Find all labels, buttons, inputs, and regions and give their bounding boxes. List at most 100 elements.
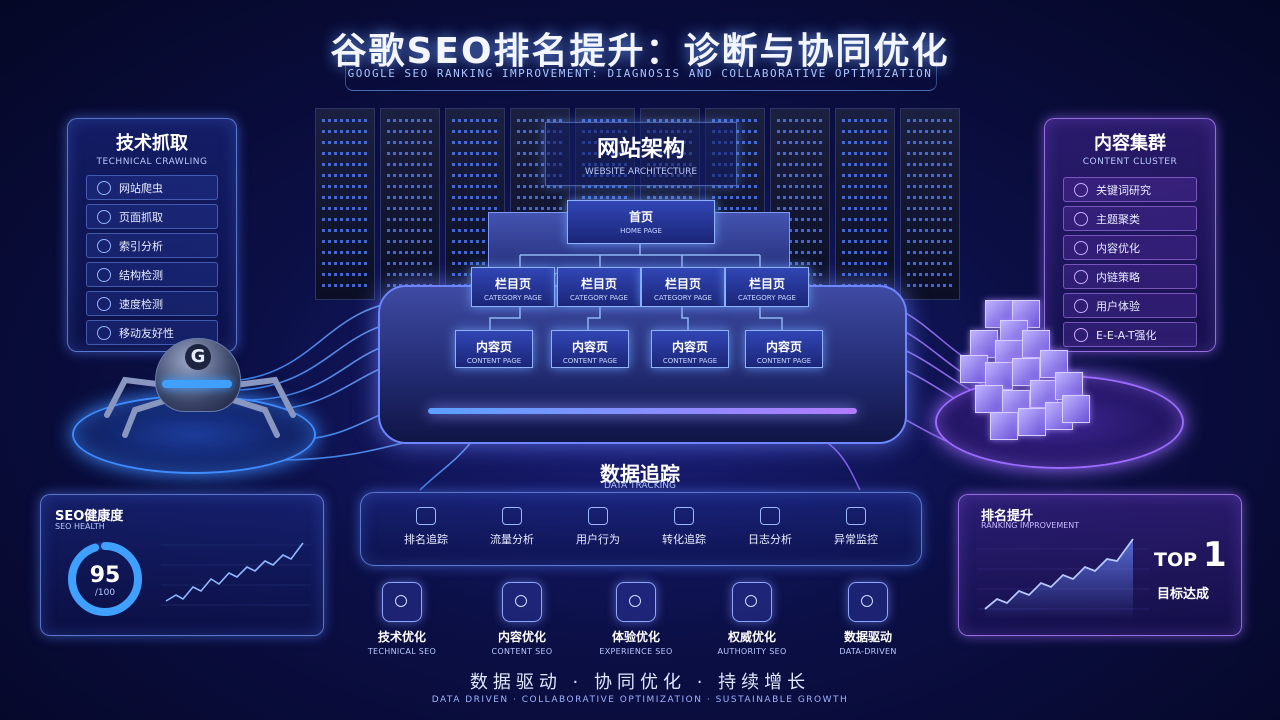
seo-health-score: 95	[89, 563, 121, 588]
seo-health-chart	[161, 542, 311, 606]
rack-led	[322, 196, 368, 199]
google-g-icon: G	[185, 344, 211, 370]
data-tracking-item[interactable]: 流量分析	[467, 501, 557, 547]
rack-led	[322, 185, 368, 188]
rack-led	[452, 207, 498, 210]
data-tracking-item[interactable]: 日志分析	[725, 501, 815, 547]
list-item[interactable]: 内容优化	[1063, 235, 1197, 260]
rack-led	[842, 185, 888, 188]
content-cluster-list: 关键词研究主题聚类内容优化内链策略用户体验 E-E-A-T强化	[1063, 177, 1197, 347]
rack-led	[517, 174, 563, 177]
content-page-node-sub: CONTENT PAGE	[466, 357, 522, 365]
rack-led	[322, 273, 368, 276]
list-item[interactable]: 结构检测	[86, 262, 218, 287]
rack-led	[387, 141, 433, 144]
rack-led	[322, 119, 368, 122]
architecture-title: 网站架构	[596, 137, 685, 162]
slogan-subtitle: DATA DRIVEN · COLLABORATIVE OPTIMIZATION…	[431, 695, 849, 705]
list-item[interactable]: 索引分析	[86, 233, 218, 258]
list-item[interactable]: 网站爬虫	[86, 175, 218, 200]
data-tracking-item[interactable]: 转化追踪	[639, 501, 729, 547]
content-page-node-label: 内容页	[571, 340, 608, 354]
content-cluster-title: 内容集群	[1094, 133, 1166, 154]
shield-alert-icon	[846, 507, 866, 525]
rack-led	[322, 141, 368, 144]
list-item[interactable]: 页面抓取	[86, 204, 218, 229]
rack-led	[387, 229, 433, 232]
data-tracking-item-label: 用户行为	[576, 533, 620, 546]
home-page-node[interactable]: 首页 HOME PAGE	[567, 200, 715, 244]
server-rack	[315, 108, 375, 300]
rack-led	[387, 196, 433, 199]
rack-led	[647, 196, 693, 199]
rack-led	[322, 284, 368, 287]
data-tracking-item[interactable]: 用户行为	[553, 501, 643, 547]
rack-led	[647, 119, 693, 122]
ranking-top-value: 1	[1203, 535, 1227, 575]
data-tracking-item[interactable]: 排名追踪	[381, 501, 471, 547]
list-item[interactable]: 用户体验	[1063, 293, 1197, 318]
rack-led	[387, 240, 433, 243]
rack-led	[777, 152, 823, 155]
rack-led	[907, 141, 953, 144]
rack-led	[777, 185, 823, 188]
list-item[interactable]: 主题聚类	[1063, 206, 1197, 231]
rack-led	[517, 130, 563, 133]
keyword-icon	[1074, 182, 1088, 197]
rack-led	[387, 130, 433, 133]
category-page-node-sub: CATEGORY PAGE	[738, 294, 796, 302]
data-tracking-item[interactable]: 异常监控	[811, 501, 901, 547]
content-page-node-label: 内容页	[671, 340, 708, 354]
rack-led	[322, 218, 368, 221]
tech-seo-icon	[382, 582, 422, 622]
rack-led	[842, 196, 888, 199]
robot-light-strip	[162, 380, 232, 388]
rack-led	[842, 218, 888, 221]
category-page-node-label: 栏目页	[664, 277, 701, 291]
list-item[interactable]: E-E-A-T强化	[1063, 322, 1197, 347]
list-item[interactable]: 移动友好性	[86, 320, 218, 345]
rack-led	[452, 229, 498, 232]
seo-health-panel: SEO健康度 SEO HEALTH 95 /100	[40, 494, 324, 636]
ux-icon	[1074, 298, 1088, 313]
speed-icon	[97, 296, 111, 311]
rack-led	[907, 207, 953, 210]
list-item[interactable]: 速度检测	[86, 291, 218, 316]
home-page-sub: HOME PAGE	[620, 227, 662, 235]
data-tracking-item-label: 排名追踪	[404, 533, 448, 546]
rack-led	[582, 185, 628, 188]
rack-led	[842, 207, 888, 210]
list-item[interactable]: 内链策略	[1063, 264, 1197, 289]
rack-led	[452, 174, 498, 177]
target-icon	[97, 209, 111, 224]
rack-led	[452, 152, 498, 155]
rack-led	[387, 174, 433, 177]
bottom-nav-sub: AUTHORITY SEO	[717, 647, 787, 656]
rack-led	[517, 141, 563, 144]
rack-led	[452, 240, 498, 243]
list-item-label: 页面抓取	[119, 210, 163, 224]
rack-led	[777, 196, 823, 199]
content-seo-icon	[502, 582, 542, 622]
technical-crawling-title: 技术抓取	[116, 133, 188, 154]
list-item[interactable]: 关键词研究	[1063, 177, 1197, 202]
technical-crawling-list: 网站爬虫页面抓取索引分析结构检测速度检测移动友好性	[86, 175, 218, 345]
list-item-label: 速度检测	[119, 297, 163, 311]
ranking-chart	[977, 538, 1149, 619]
seo-health-title: SEO健康度	[55, 509, 124, 524]
